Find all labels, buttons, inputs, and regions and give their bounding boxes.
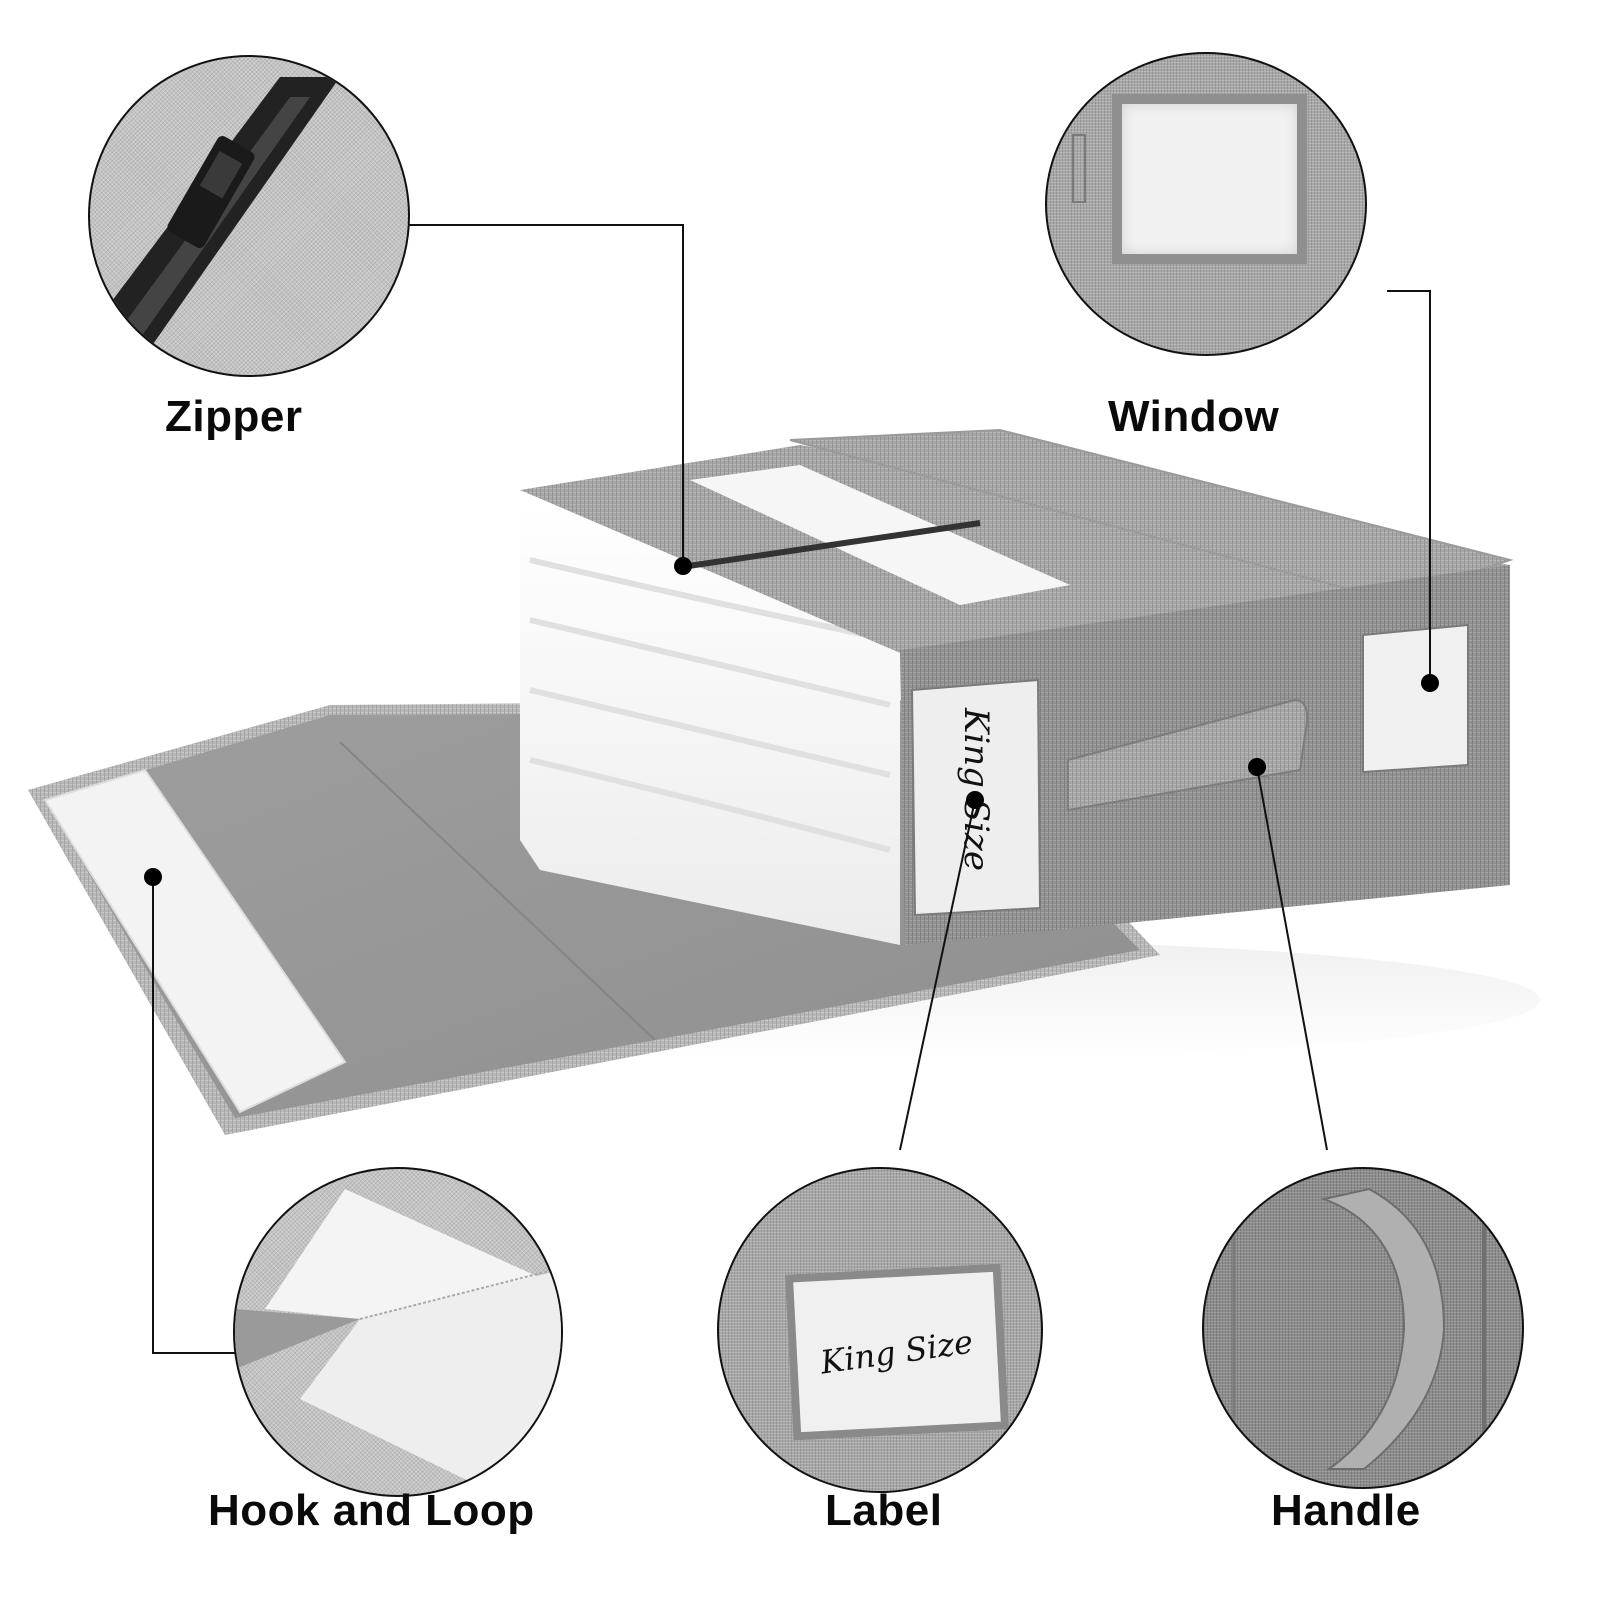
leader-dots xyxy=(144,557,1439,886)
hook-and-loop-label: Hook and Loop xyxy=(208,1486,535,1535)
handle-dot xyxy=(1248,758,1266,776)
window-detail-circle xyxy=(1045,52,1367,356)
label-dot xyxy=(966,791,984,809)
hook-and-loop-detail-circle xyxy=(233,1167,563,1497)
box-body xyxy=(520,428,1514,945)
hook-and-loop-dot xyxy=(144,868,162,886)
zipper-icon xyxy=(90,77,340,375)
velcro-strip xyxy=(43,768,347,1114)
handle-strap xyxy=(1067,698,1308,812)
window-pane xyxy=(1112,94,1307,264)
handle-detail-circle xyxy=(1202,1167,1524,1489)
handle-label: Handle xyxy=(1271,1486,1421,1535)
zipper-detail-circle xyxy=(88,55,410,377)
label-label: Label xyxy=(825,1486,943,1535)
zipper-dot xyxy=(674,557,692,575)
window-dot xyxy=(1421,674,1439,692)
box-label-text: King Size xyxy=(956,707,996,871)
handle-icon xyxy=(1232,1187,1486,1470)
zipper-label: Zipper xyxy=(165,392,303,441)
window-label: Window xyxy=(1108,392,1280,441)
window-side-tab xyxy=(1072,134,1086,203)
velcro-icon xyxy=(235,1189,561,1495)
window-panel xyxy=(1362,623,1469,774)
leader-lines xyxy=(152,224,1431,1354)
label-card-text: King Size xyxy=(818,1322,976,1382)
label-card: King Size xyxy=(784,1263,1010,1441)
label-detail-circle: King Size xyxy=(717,1167,1043,1493)
